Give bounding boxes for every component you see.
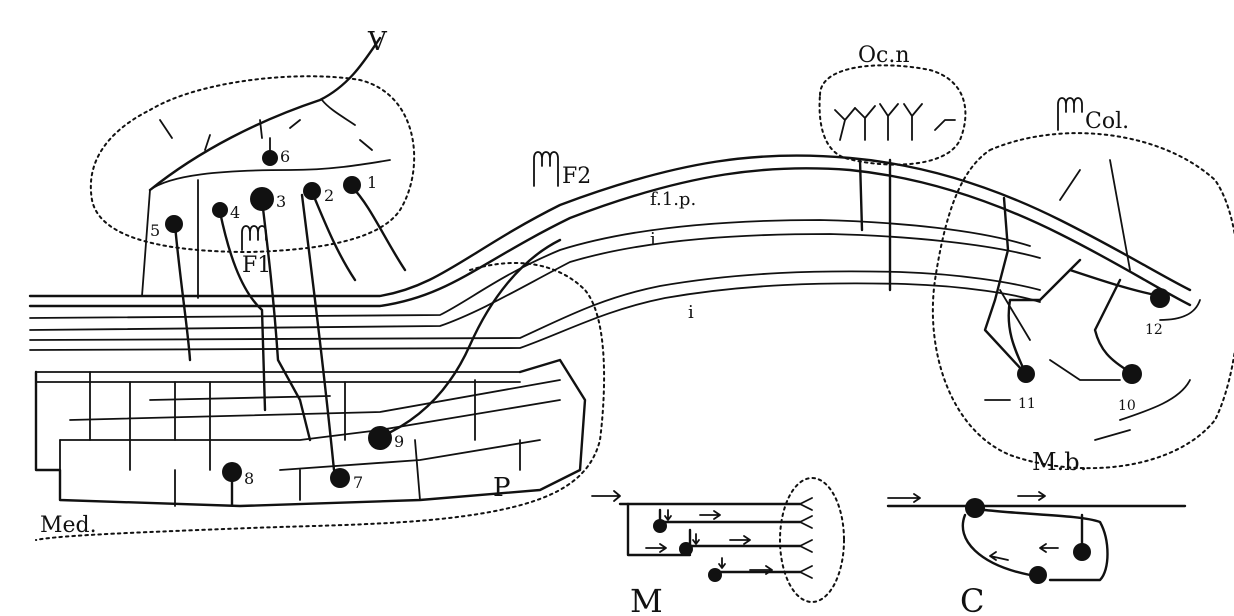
region-mb-outline xyxy=(931,132,1234,470)
inset-m-target-outline xyxy=(779,477,845,603)
cell-label-7: 7 xyxy=(353,473,363,492)
labels: V Oc.n Col. F1 F2 f.1.p. i i Med. P M.b.… xyxy=(40,27,1163,616)
label-col: Col. xyxy=(1085,109,1129,134)
cell-body-6 xyxy=(262,150,278,166)
cell-body-9 xyxy=(368,426,392,450)
f2-marker xyxy=(533,151,559,187)
cell-label-6: 6 xyxy=(280,147,290,166)
medulla-grid xyxy=(34,358,587,508)
label-med: Med. xyxy=(40,513,97,538)
cell-body-4 xyxy=(212,202,228,218)
inset-label-m: M xyxy=(630,582,663,616)
col-marker xyxy=(1057,97,1083,131)
cell-body-10 xyxy=(1122,364,1142,384)
cell-body-7 xyxy=(330,468,350,488)
inset-c xyxy=(886,491,1187,584)
cell-body-11 xyxy=(1017,365,1035,383)
cell-label-9: 9 xyxy=(394,432,404,451)
cell-bodies xyxy=(165,150,1170,488)
label-flp: f.1.p. xyxy=(650,189,696,210)
cell-label-2: 2 xyxy=(324,186,334,205)
label-i-upper: i xyxy=(650,229,656,250)
fiber-markers xyxy=(241,97,1083,251)
cell-label-10: 10 xyxy=(1118,398,1136,414)
cell-body-8 xyxy=(222,462,242,482)
label-p: P xyxy=(493,473,511,503)
cell-label-3: 3 xyxy=(276,192,286,211)
label-oc-n: Oc.n xyxy=(858,43,910,68)
label-i-lower: i xyxy=(688,302,694,323)
v-region-branches xyxy=(141,36,391,299)
label-f1: F1 xyxy=(242,253,271,278)
label-f2: F2 xyxy=(562,164,591,189)
cell-label-11: 11 xyxy=(1018,396,1036,412)
tract-bundle xyxy=(28,154,1192,383)
cell-label-5: 5 xyxy=(150,221,160,240)
inset-label-c: C xyxy=(960,582,984,616)
region-p-outline xyxy=(35,261,606,541)
cell-body-12 xyxy=(1150,288,1170,308)
region-v-outline xyxy=(89,75,416,254)
label-mb: M.b. xyxy=(1032,448,1087,476)
inset-m xyxy=(591,477,845,603)
f1-marker xyxy=(241,225,267,251)
cell-label-1: 1 xyxy=(367,173,377,192)
label-v: V xyxy=(367,27,388,57)
region-ocn-outline xyxy=(818,64,967,166)
cell-body-3 xyxy=(250,187,274,211)
cell-label-4: 4 xyxy=(230,203,240,222)
cell-body-1 xyxy=(343,176,361,194)
region-outlines xyxy=(35,64,1234,541)
cell-label-12: 12 xyxy=(1145,322,1163,338)
ocn-terminals xyxy=(834,103,956,141)
cell-label-8: 8 xyxy=(244,469,254,488)
cell-body-2 xyxy=(303,182,321,200)
cell-body-5 xyxy=(165,215,183,233)
